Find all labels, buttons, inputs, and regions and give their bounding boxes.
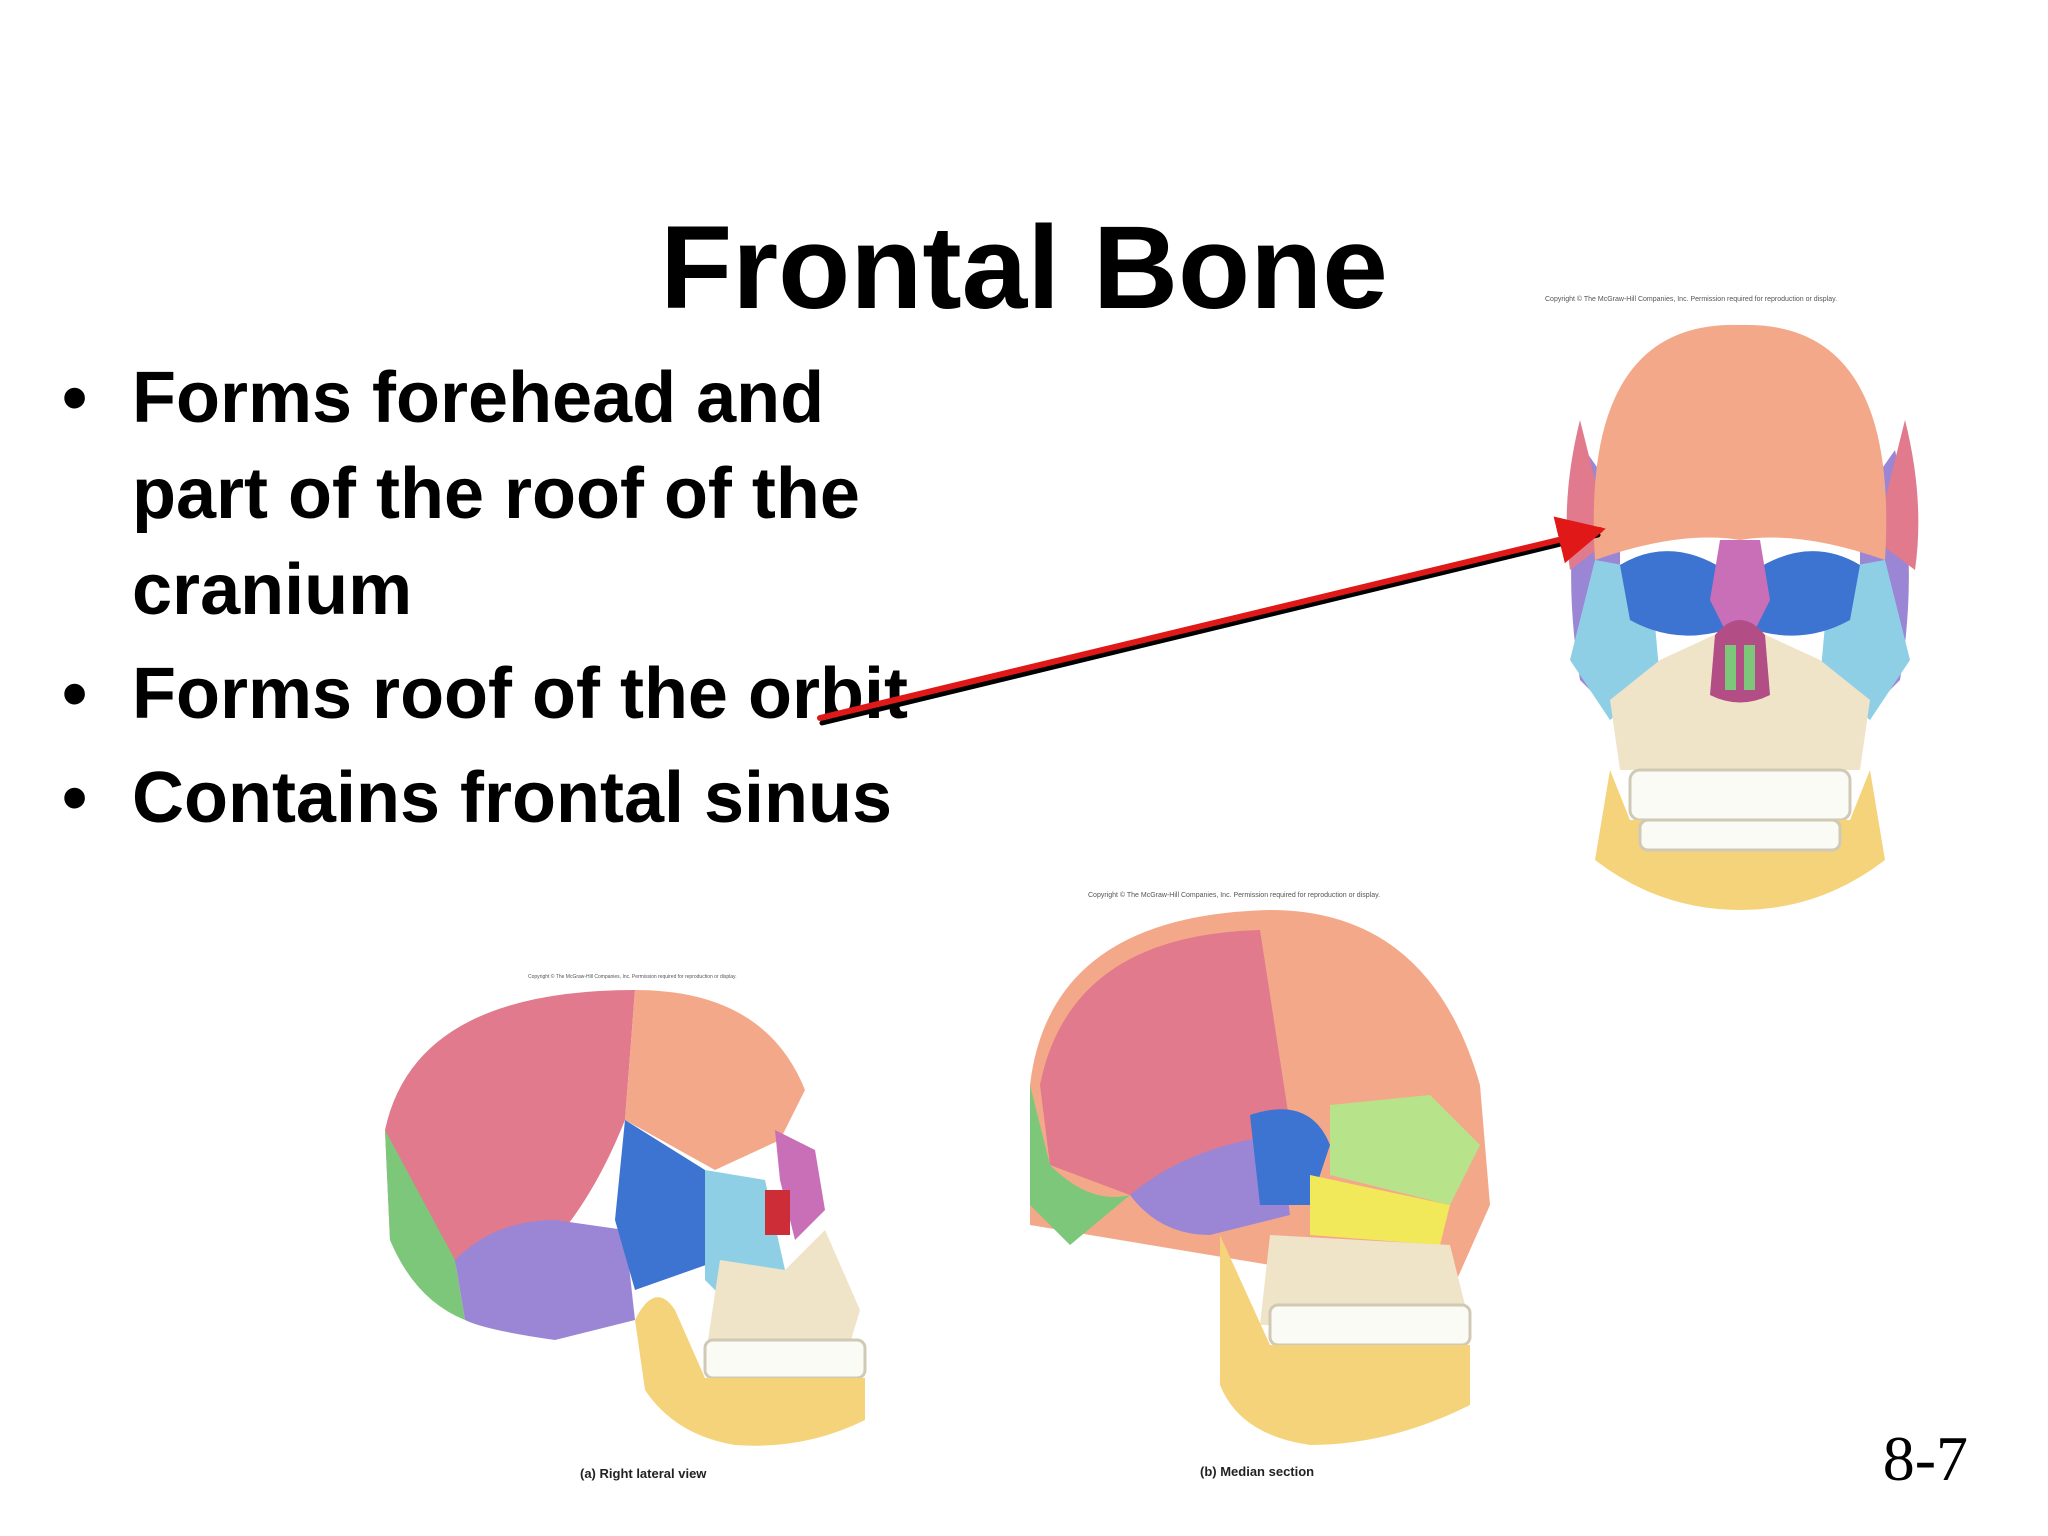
mandible: [1220, 1235, 1470, 1445]
occipital-region: [385, 1130, 465, 1320]
bullet-text: Forms forehead and part of the roof of t…: [132, 358, 860, 630]
slide-title: Frontal Bone: [660, 202, 1388, 335]
nasal-conchae: [1725, 645, 1755, 690]
lateral-caption: (a) Right lateral view: [580, 1466, 707, 1481]
lacrimal-accent: [765, 1190, 790, 1235]
bullet-item: • Forms forehead and part of the roof of …: [52, 350, 952, 638]
maxilla-region: [705, 1230, 860, 1360]
median-section-figure: [1030, 910, 1490, 1445]
orbit-right: [1755, 551, 1860, 636]
bullet-dot: •: [62, 358, 88, 438]
teeth-lower: [1638, 818, 1842, 852]
bullet-list: • Forms forehead and part of the roof of …: [52, 350, 952, 854]
sphenoid-region: [615, 1120, 720, 1290]
parietal-region: [385, 990, 635, 1272]
bullet-dot: •: [62, 654, 88, 734]
frontal-region: [625, 990, 805, 1170]
median-copyright: Copyright © The McGraw-Hill Companies, I…: [1088, 892, 1381, 899]
mandible: [635, 1297, 865, 1446]
nasal-bone: [1710, 540, 1770, 630]
temporal-region: [1130, 1135, 1290, 1235]
bullet-item: • Contains frontal sinus: [52, 750, 952, 846]
ethmoid-region: [1330, 1095, 1480, 1205]
frontal-region: [1593, 324, 1887, 560]
lateral-copyright: Copyright © The McGraw-Hill Companies, I…: [528, 974, 737, 980]
bullet-item: • Forms roof of the orbit: [52, 646, 952, 742]
anterior-copyright: Copyright © The McGraw-Hill Companies, I…: [1545, 296, 1838, 303]
bullet-text: Forms roof of the orbit: [132, 654, 908, 734]
temporal-region: [455, 1220, 635, 1340]
pointer-arrow-line: [817, 516, 1606, 721]
vomer-region: [1310, 1175, 1450, 1245]
maxilla-region: [1260, 1235, 1470, 1325]
anterior-skull-figure: [1566, 324, 1919, 910]
pointer-arrow-shadow: [819, 532, 1601, 726]
orbit-left: [1620, 551, 1725, 636]
page-number: 8-7: [1882, 1423, 1968, 1494]
lateral-skull-figure: [385, 990, 867, 1446]
bullet-dot: •: [62, 758, 88, 838]
parietal-region: [1040, 930, 1290, 1195]
nasal-region: [775, 1130, 825, 1240]
median-caption: (b) Median section: [1200, 1464, 1315, 1479]
bullet-text: Contains frontal sinus: [132, 758, 893, 838]
occipital-region: [1030, 1085, 1130, 1245]
